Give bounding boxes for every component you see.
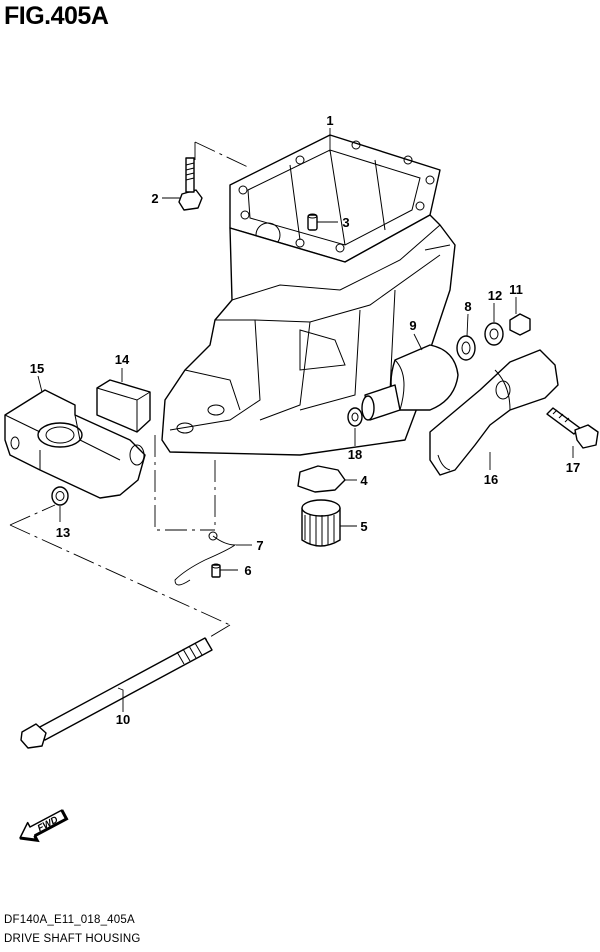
ref-line-left — [154, 435, 215, 531]
part-long-bolt-10 — [20, 637, 213, 749]
ref-line-10 — [9, 524, 231, 626]
callout-13: 13 — [56, 525, 70, 540]
callout-8: 8 — [464, 299, 471, 314]
part-bolt-17 — [546, 407, 599, 449]
ref-line-13 — [9, 504, 56, 526]
callout-5: 5 — [360, 519, 367, 534]
callout-15: 15 — [30, 361, 44, 376]
part-mount-bracket-15 — [4, 389, 146, 499]
part-washer-8 — [456, 335, 476, 361]
part-clip-7 — [174, 535, 237, 586]
part-bearing-5 — [301, 499, 341, 547]
callout-10: 10 — [116, 712, 130, 727]
callout-6: 6 — [244, 563, 251, 578]
part-washer-18 — [347, 407, 363, 427]
callout-12: 12 — [488, 288, 502, 303]
figure-title: FIG.405A — [4, 2, 109, 30]
callout-14: 14 — [115, 352, 130, 367]
callout-2: 2 — [151, 191, 158, 206]
part-bolt-2 — [178, 157, 203, 211]
callout-1: 1 — [326, 113, 333, 128]
fwd-arrow-icon: FWD — [19, 809, 69, 843]
part-pin-3 — [307, 213, 318, 231]
part-mount-cover-16 — [429, 349, 559, 476]
callout-4: 4 — [360, 473, 368, 488]
ref-line-10b — [204, 624, 231, 641]
callout-16: 16 — [484, 472, 498, 487]
part-washer-12 — [484, 322, 504, 346]
callout-17: 17 — [566, 460, 580, 475]
ref-line-top — [194, 141, 251, 169]
callouts: 1 2 3 4 5 6 7 8 9 10 11 12 13 14 15 16 1… — [30, 113, 580, 727]
leader-lines — [37, 128, 574, 712]
part-gasket-4 — [297, 465, 346, 493]
callout-3: 3 — [342, 215, 349, 230]
model-code: DF140A_E11_018_405A — [4, 914, 135, 926]
part-mount-rubber-9 — [361, 344, 459, 421]
callout-7: 7 — [256, 538, 263, 553]
part-washer-13 — [51, 486, 69, 506]
diagram-caption: DRIVE SHAFT HOUSING — [4, 933, 141, 945]
callout-9: 9 — [409, 318, 416, 333]
part-screw-6 — [211, 563, 221, 578]
callout-18: 18 — [348, 447, 362, 462]
callout-11: 11 — [509, 282, 523, 297]
part-rubber-block-14 — [96, 379, 151, 433]
part-nut-11 — [509, 313, 531, 336]
